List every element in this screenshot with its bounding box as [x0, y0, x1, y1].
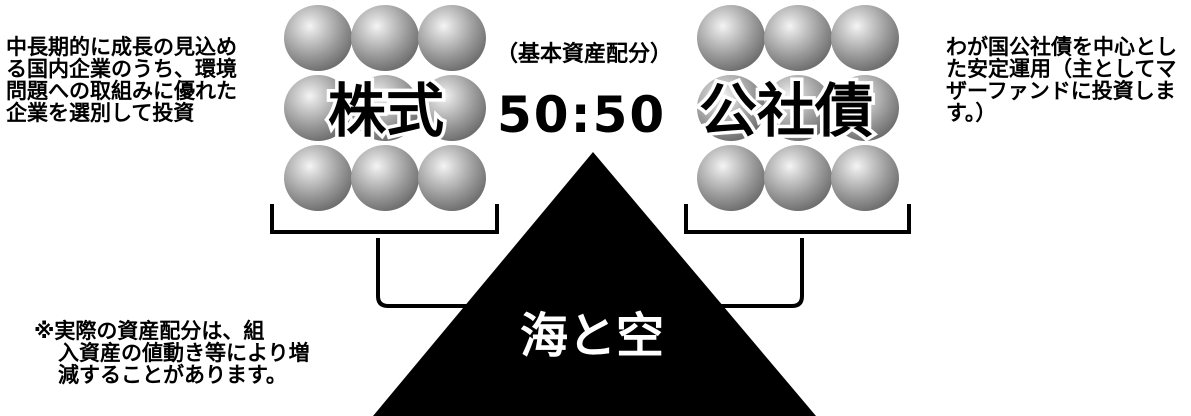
fund-name: 海と空	[520, 308, 664, 364]
ball	[351, 145, 419, 211]
ball	[831, 145, 899, 211]
ball	[764, 75, 832, 141]
ball	[697, 5, 765, 71]
ball	[764, 145, 832, 211]
stock-description: 中長期的に成長の見込める国内企業のうち、環境問題への取組みに優れた企業を選別して…	[6, 35, 237, 125]
ball	[418, 145, 486, 211]
ball	[764, 5, 832, 71]
ball	[418, 5, 486, 71]
left-bracket	[270, 204, 499, 234]
ball	[351, 75, 419, 141]
left-hanger	[376, 238, 470, 308]
ball	[284, 5, 352, 71]
note-line-1: ※実際の資産配分は、組	[34, 319, 265, 343]
fulcrum-triangle	[373, 152, 816, 416]
right-bracket	[684, 204, 911, 234]
right-hanger	[720, 238, 804, 308]
ratio-label: （基本資産配分）	[496, 42, 673, 67]
ball	[697, 145, 765, 211]
stock-label: 株式	[328, 77, 444, 145]
bond-label: 公社債	[699, 77, 873, 145]
ball	[831, 75, 899, 141]
ball	[284, 75, 352, 141]
ball	[351, 5, 419, 71]
ball	[418, 75, 486, 141]
bond-description: わが国公社債を中心とした安定運用（主としてマザーファンドに投資します。）	[946, 35, 1177, 125]
ball	[831, 5, 899, 71]
allocation-note: ※実際の資産配分は、組 入資産の値動き等により増減することがあります。	[34, 320, 324, 386]
bond-balls	[697, 5, 899, 211]
stock-balls	[284, 5, 486, 211]
note-line-rest: 入資産の値動き等により増減することがあります。	[58, 341, 310, 387]
ball	[697, 75, 765, 141]
allocation-ratio: 50:50	[497, 86, 667, 144]
ball	[284, 145, 352, 211]
